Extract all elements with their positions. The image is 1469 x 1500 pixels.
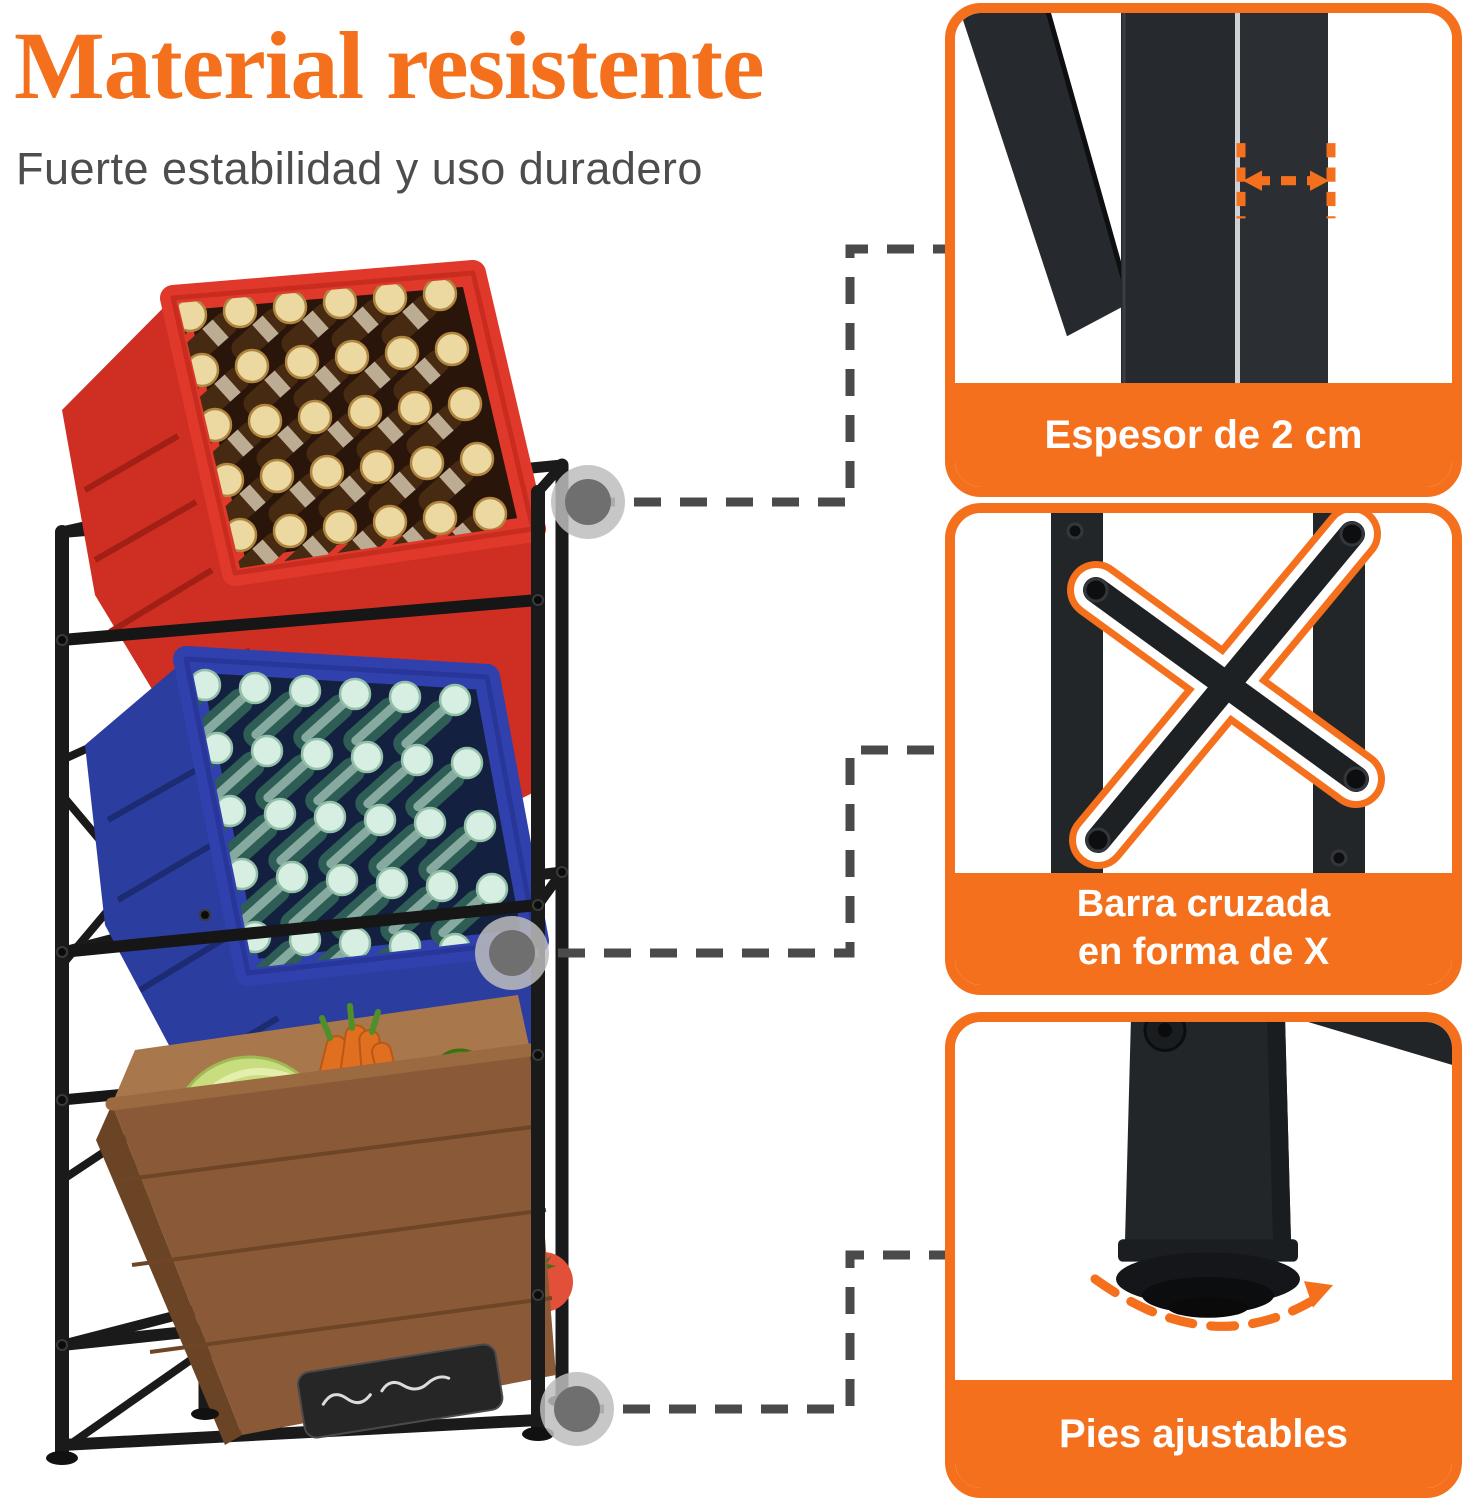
crossbar-label: Barra cruzada en forma de X — [955, 873, 1452, 985]
thickness-label: Espesor de 2 cm — [955, 383, 1452, 487]
feet-label: Pies ajustables — [955, 1380, 1452, 1488]
center-leg-bar — [1121, 13, 1235, 383]
page-title: Material resistente — [14, 12, 765, 119]
chalkboard-label — [296, 1343, 504, 1439]
x-cross-brace — [1067, 513, 1385, 869]
wooden-vegetable-crate — [96, 995, 573, 1445]
callout-panel-thickness: Espesor de 2 cm — [945, 3, 1462, 497]
leg-column — [1125, 1022, 1291, 1242]
feet-detail-art — [955, 1022, 1452, 1380]
thickness-detail-art — [955, 13, 1452, 383]
crossbar-detail-art — [955, 513, 1452, 873]
brace-bolts — [1066, 521, 1369, 867]
rotate-arrow — [1090, 1274, 1333, 1331]
connector-line-crossbar — [512, 745, 947, 958]
frame-bolts — [56, 594, 568, 1351]
diagonal-bar — [960, 13, 1130, 337]
connector-dots — [475, 465, 625, 1446]
connector-line-thickness — [588, 244, 947, 507]
product-illustration — [46, 260, 576, 1465]
thickness-measure-arrow — [1236, 143, 1336, 219]
callout-panel-feet: Pies ajustables — [945, 1012, 1462, 1498]
page-subtitle: Fuerte estabilidad y uso duradero — [16, 143, 703, 194]
right-leg-bar — [1240, 13, 1328, 383]
callout-panel-crossbar: Barra cruzada en forma de X — [945, 503, 1462, 995]
adjustable-foot — [1116, 1252, 1300, 1318]
connector-line-feet — [577, 1250, 947, 1414]
